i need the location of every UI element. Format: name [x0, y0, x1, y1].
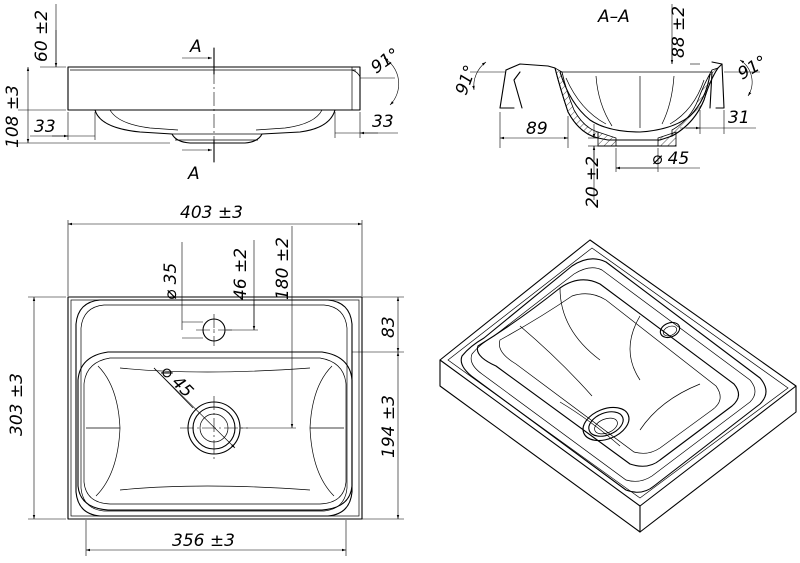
dim-inner-width: 356 ±3	[172, 531, 235, 551]
iso-tap-hole	[659, 321, 681, 339]
dim-bowl-to-edge: 194 ±3	[379, 395, 399, 458]
dim-rim-height: 60 ±2	[32, 10, 52, 62]
dim-tap-to-bowl: 83	[379, 316, 399, 338]
dim-overall-depth: 303 ±3	[7, 373, 27, 436]
dim-total-height: 108 ±3	[3, 85, 23, 148]
dim-front-angle: 91°	[367, 44, 403, 78]
iso-drain	[582, 406, 630, 442]
dim-top-drain-diameter: ⌀ 45	[156, 361, 197, 402]
dim-section-height: 88 ±2	[669, 6, 689, 58]
dim-drain-offset: 180 ±2	[273, 237, 293, 300]
dim-left-offset: 33	[34, 117, 56, 137]
front-bowl	[94, 109, 336, 144]
iso-top-face	[439, 239, 797, 507]
cut-label-bottom: A	[187, 164, 200, 184]
top-outer	[67, 296, 363, 520]
section-view: A–A 88 ±2 91° 91°	[452, 4, 771, 208]
dim-section-left-width: 89	[526, 119, 548, 139]
top-bowl	[77, 351, 353, 511]
section-title: A–A	[597, 7, 630, 27]
dim-overall-width: 403 ±3	[180, 203, 243, 223]
dim-right-offset: 33	[372, 112, 394, 132]
dim-tap-hole-diameter: ⌀ 35	[161, 263, 181, 300]
isometric-view	[439, 239, 797, 533]
cut-label-top: A	[189, 37, 202, 57]
dim-section-angle-right: 91°	[735, 52, 771, 84]
dim-section-right-width: 31	[728, 108, 750, 128]
dim-section-drain-diameter: ⌀ 45	[652, 149, 689, 169]
dim-section-angle-left: 91°	[452, 63, 481, 98]
dim-drain-height: 20 ±2	[583, 156, 603, 208]
dim-tap-hole-offset: 46 ±2	[231, 248, 251, 300]
front-rim	[67, 66, 361, 111]
top-view: 403 ±3 303 ±3 356 ±3 ⌀ 35 46 ±2 180 ±2 8…	[7, 203, 404, 556]
front-view: A A 60 ±2 108 ±3 33 33 91°	[3, 4, 404, 184]
